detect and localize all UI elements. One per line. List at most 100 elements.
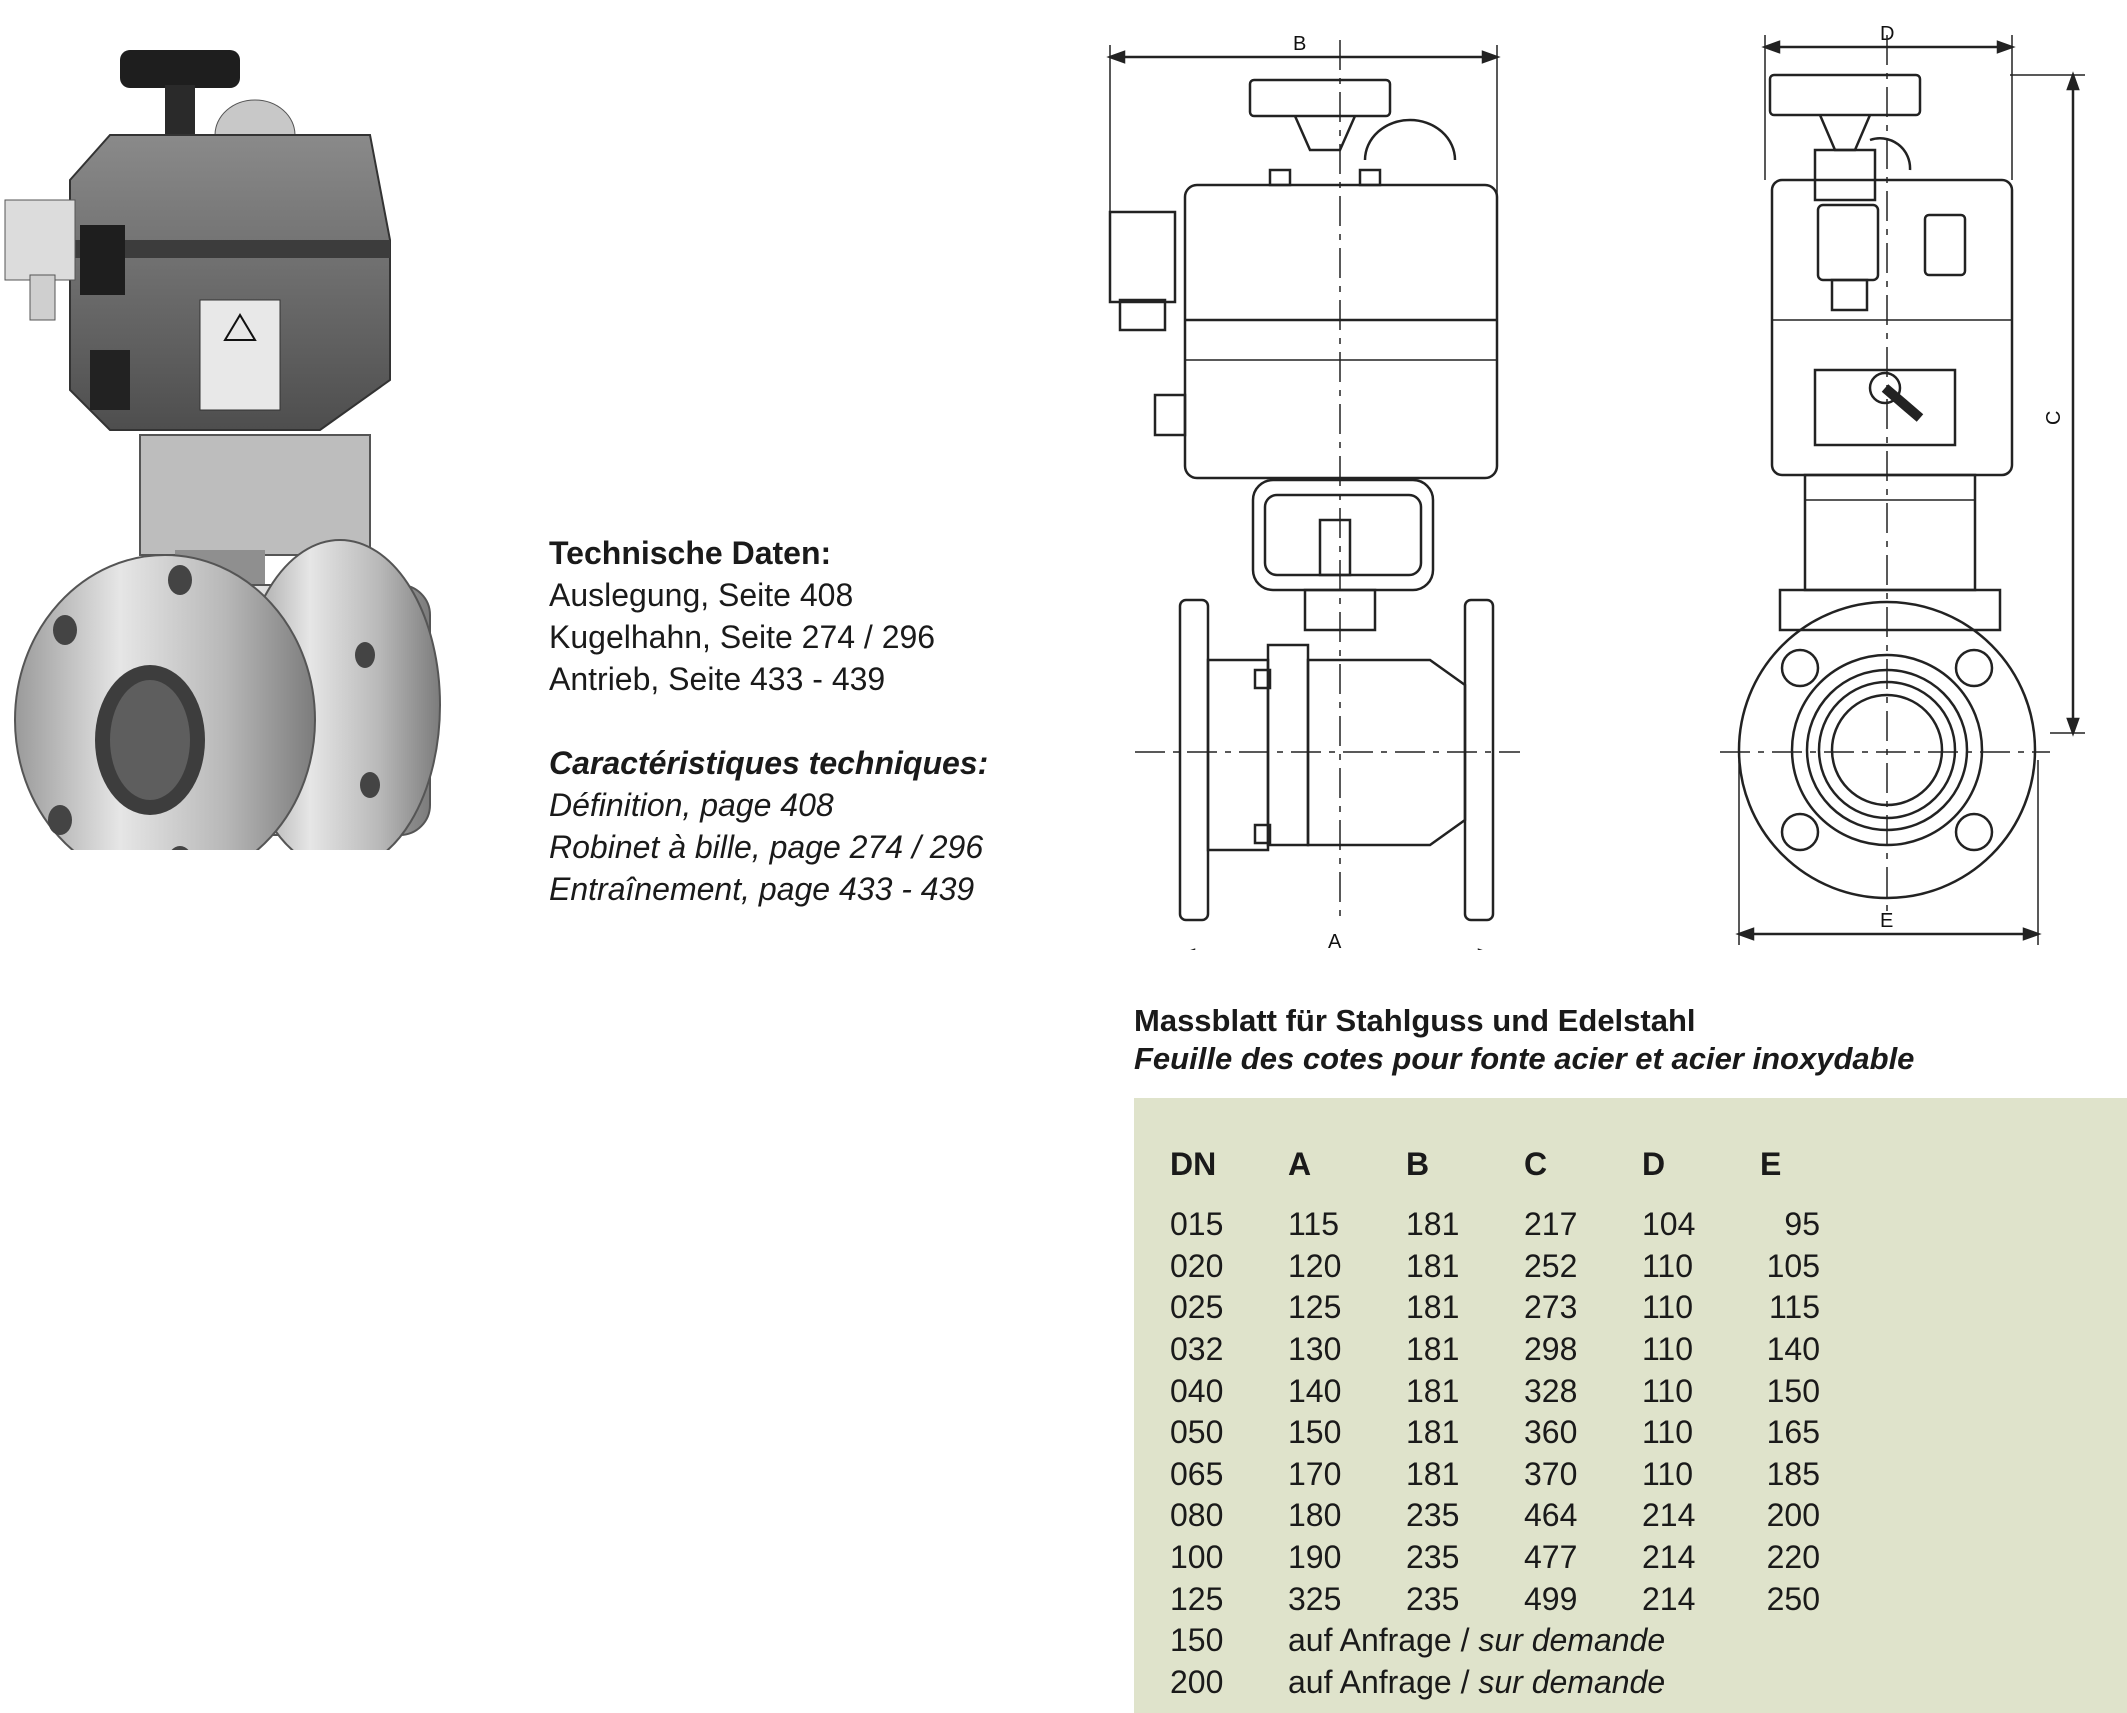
dimension-table-heading: Massblatt für Stahlguss und Edelstahl Fe… (1134, 1002, 2114, 1078)
col-header-b: B (1406, 1145, 1430, 1182)
tech-line-de-1: Auslegung, Seite 408 (549, 577, 854, 613)
table-row: 040 140 181 328 110 150 (1170, 1370, 1820, 1412)
cell-d: 110 (1642, 1289, 1694, 1326)
cell-dn: 020 (1170, 1247, 1224, 1284)
cell-e: 105 (1766, 1247, 1820, 1284)
on-request-separator: / (1451, 1622, 1479, 1659)
on-request-de: auf Anfrage (1288, 1622, 1452, 1659)
cell-b: 181 (1406, 1372, 1460, 1409)
tech-line-de-3: Antrieb, Seite 433 - 439 (549, 661, 886, 697)
tech-title-fr: Caractéristiques techniques: (549, 745, 989, 781)
cell-b: 181 (1406, 1331, 1460, 1368)
cell-dn: 040 (1170, 1372, 1224, 1409)
cell-a: 140 (1288, 1372, 1342, 1409)
cell-b: 181 (1406, 1247, 1460, 1284)
cell-b: 235 (1406, 1497, 1460, 1534)
cell-d: 214 (1642, 1497, 1696, 1534)
cell-a: 190 (1288, 1539, 1342, 1576)
dim-label-e: E (1880, 910, 1893, 932)
tech-line-fr-1: Définition, page 408 (549, 787, 834, 823)
cell-dn: 080 (1170, 1497, 1224, 1534)
cell-d: 110 (1642, 1455, 1694, 1492)
cell-d: 110 (1642, 1414, 1694, 1451)
dim-label-a: A (1328, 931, 1342, 950)
side-view-drawing: B A (1100, 20, 1530, 962)
col-header-dn: DN (1170, 1145, 1217, 1182)
cell-d: 214 (1642, 1539, 1696, 1576)
table-header-row: DN A B C D E (1170, 1138, 1820, 1190)
cell-c: 328 (1524, 1372, 1578, 1409)
cell-c: 499 (1524, 1580, 1578, 1617)
cell-dn: 100 (1170, 1539, 1224, 1576)
cell-d: 110 (1642, 1247, 1694, 1284)
front-view-drawing: D C (1720, 20, 2120, 950)
cell-e: 150 (1766, 1372, 1820, 1409)
cell-a: 125 (1288, 1289, 1342, 1326)
cell-c: 252 (1524, 1247, 1578, 1284)
table-row: 065 170 181 370 110 185 (1170, 1454, 1820, 1496)
table-row: 025 125 181 273 110 115 (1170, 1287, 1820, 1329)
tech-line-fr-2: Robinet à bille, page 274 / 296 (549, 829, 984, 865)
on-request-separator: / (1451, 1663, 1479, 1700)
cell-b: 181 (1406, 1206, 1460, 1243)
table-row: 100 190 235 477 214 220 (1170, 1537, 1820, 1579)
cell-e: 185 (1766, 1455, 1820, 1492)
cell-b: 235 (1406, 1539, 1460, 1576)
cell-on-request: auf Anfrage / sur demande (1288, 1620, 1820, 1662)
table-row: 080 180 235 464 214 200 (1170, 1495, 1820, 1537)
cell-d: 214 (1642, 1580, 1696, 1617)
cell-on-request: auf Anfrage / sur demande (1288, 1662, 1820, 1704)
cell-e: 220 (1766, 1539, 1820, 1576)
tech-title-de: Technische Daten: (549, 535, 832, 571)
tech-line-fr-3: Entraînement, page 433 - 439 (549, 871, 975, 907)
cell-d: 110 (1642, 1372, 1694, 1409)
on-request-fr: sur demande (1478, 1663, 1666, 1700)
col-header-e: E (1760, 1145, 1782, 1182)
col-header-c: C (1524, 1145, 1548, 1182)
cell-e: 140 (1766, 1331, 1820, 1368)
cell-b: 235 (1406, 1580, 1460, 1617)
dim-label-b: B (1293, 33, 1306, 55)
cell-dn: 015 (1170, 1206, 1224, 1243)
technical-data: Technische Daten: Auslegung, Seite 408 K… (549, 532, 1069, 910)
dimension-table: DN A B C D E 015 115 181 217 104 95 020 120 181 2… (1170, 1138, 1820, 1703)
cell-c: 464 (1524, 1497, 1578, 1534)
cell-a: 180 (1288, 1497, 1342, 1534)
cell-e: 115 (1768, 1289, 1820, 1326)
cell-d: 104 (1642, 1206, 1696, 1243)
cell-dn: 032 (1170, 1331, 1224, 1368)
dim-label-d: D (1880, 23, 1894, 45)
on-request-fr: sur demande (1478, 1622, 1666, 1659)
cell-a: 325 (1288, 1580, 1342, 1617)
cell-dn: 125 (1170, 1580, 1224, 1617)
table-row: 125 325 235 499 214 250 (1170, 1578, 1820, 1620)
tech-line-de-2: Kugelhahn, Seite 274 / 296 (549, 619, 936, 655)
dimension-table-panel: DN A B C D E 015 115 181 217 104 95 020 120 181 2… (1134, 1098, 2127, 1713)
col-header-a: A (1288, 1145, 1312, 1182)
cell-dn: 025 (1170, 1289, 1224, 1326)
cell-c: 217 (1524, 1206, 1578, 1243)
cell-a: 120 (1288, 1247, 1342, 1284)
dim-label-c: C (2043, 411, 2065, 425)
cell-c: 360 (1524, 1414, 1578, 1451)
cell-c: 477 (1524, 1539, 1578, 1576)
cell-b: 181 (1406, 1455, 1460, 1492)
on-request-de: auf Anfrage (1288, 1663, 1452, 1700)
cell-b: 181 (1406, 1289, 1460, 1326)
cell-dn: 150 (1170, 1622, 1224, 1659)
cell-e: 95 (1784, 1206, 1820, 1243)
cell-c: 273 (1524, 1289, 1578, 1326)
cell-c: 370 (1524, 1455, 1578, 1492)
cell-a: 150 (1288, 1414, 1342, 1451)
table-row-on-request: 150 auf Anfrage / sur demande (1170, 1620, 1820, 1662)
cell-b: 181 (1406, 1414, 1460, 1451)
cell-c: 298 (1524, 1331, 1578, 1368)
table-row: 020 120 181 252 110 105 (1170, 1246, 1820, 1288)
cell-dn: 065 (1170, 1455, 1224, 1492)
table-title-de: Massblatt für Stahlguss und Edelstahl (1134, 1003, 1696, 1038)
cell-a: 170 (1288, 1455, 1342, 1492)
cell-e: 200 (1766, 1497, 1820, 1534)
cell-e: 250 (1766, 1580, 1820, 1617)
